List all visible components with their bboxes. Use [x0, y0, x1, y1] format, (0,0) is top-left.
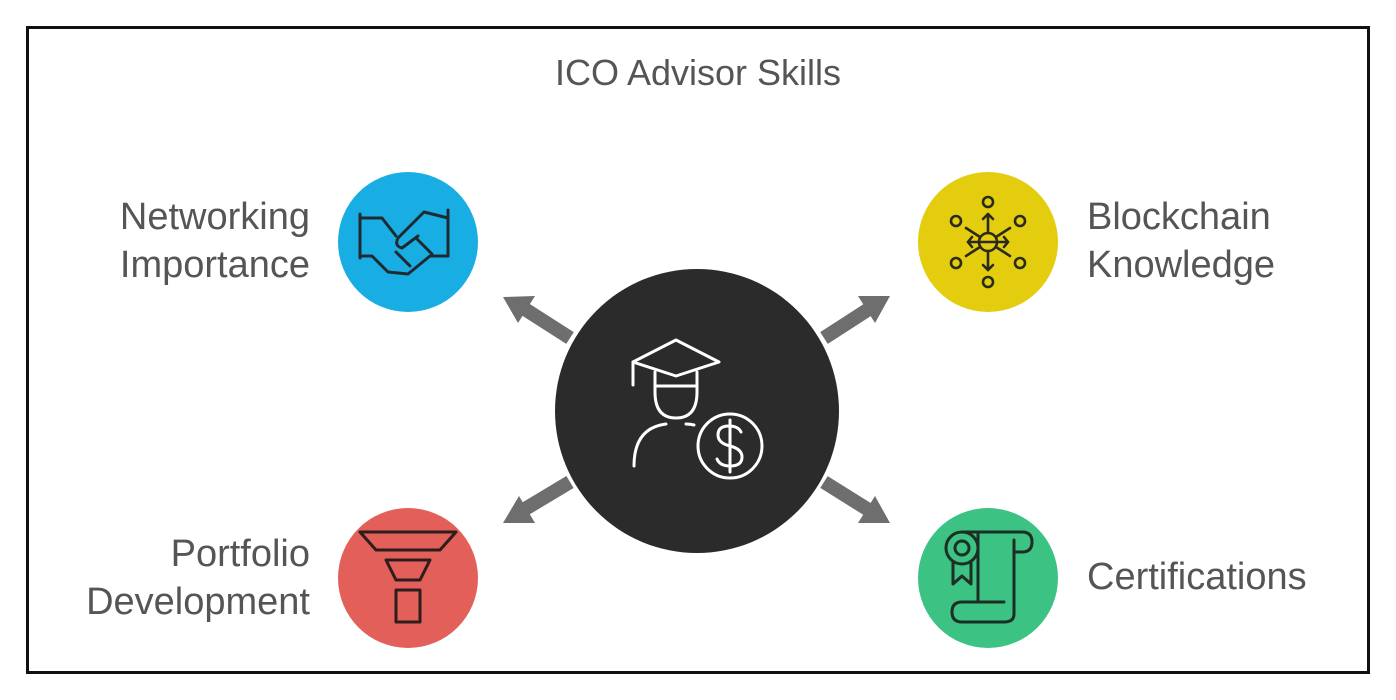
- arrow-to-certifications: [820, 476, 890, 523]
- blockchain-label-line-2: Knowledge: [1087, 244, 1276, 286]
- arrow-to-networking: [503, 296, 574, 344]
- certificate-scroll-icon: [944, 530, 1034, 624]
- arrow-to-portfolio: [503, 475, 574, 523]
- diagram-title: ICO Advisor Skills: [554, 52, 842, 93]
- network-nodes-icon: [949, 195, 1027, 289]
- blockchain-node: [918, 172, 1058, 312]
- certifications-label: Certifications: [1087, 553, 1367, 601]
- networking-node: [338, 172, 478, 312]
- portfolio-label-line-1: Portfolio: [170, 533, 310, 575]
- advisor-graduate-dollar-icon: [631, 338, 764, 480]
- portfolio-node: [338, 508, 478, 648]
- blockchain-label: Blockchain Knowledge: [1087, 193, 1367, 289]
- networking-label-line-2: Importance: [119, 244, 310, 286]
- certifications-label-line-1: Certifications: [1087, 556, 1307, 598]
- blockchain-label-line-1: Blockchain: [1087, 196, 1271, 238]
- networking-label: Networking Importance: [60, 193, 310, 289]
- handshake-icon: [358, 208, 450, 276]
- portfolio-label-line-2: Development: [86, 581, 310, 623]
- arrow-to-blockchain: [820, 296, 890, 344]
- center-node: [555, 269, 839, 553]
- portfolio-label: Portfolio Development: [40, 530, 310, 626]
- certifications-node: [918, 508, 1058, 648]
- funnel-icon: [358, 530, 458, 624]
- networking-label-line-1: Networking: [119, 196, 310, 238]
